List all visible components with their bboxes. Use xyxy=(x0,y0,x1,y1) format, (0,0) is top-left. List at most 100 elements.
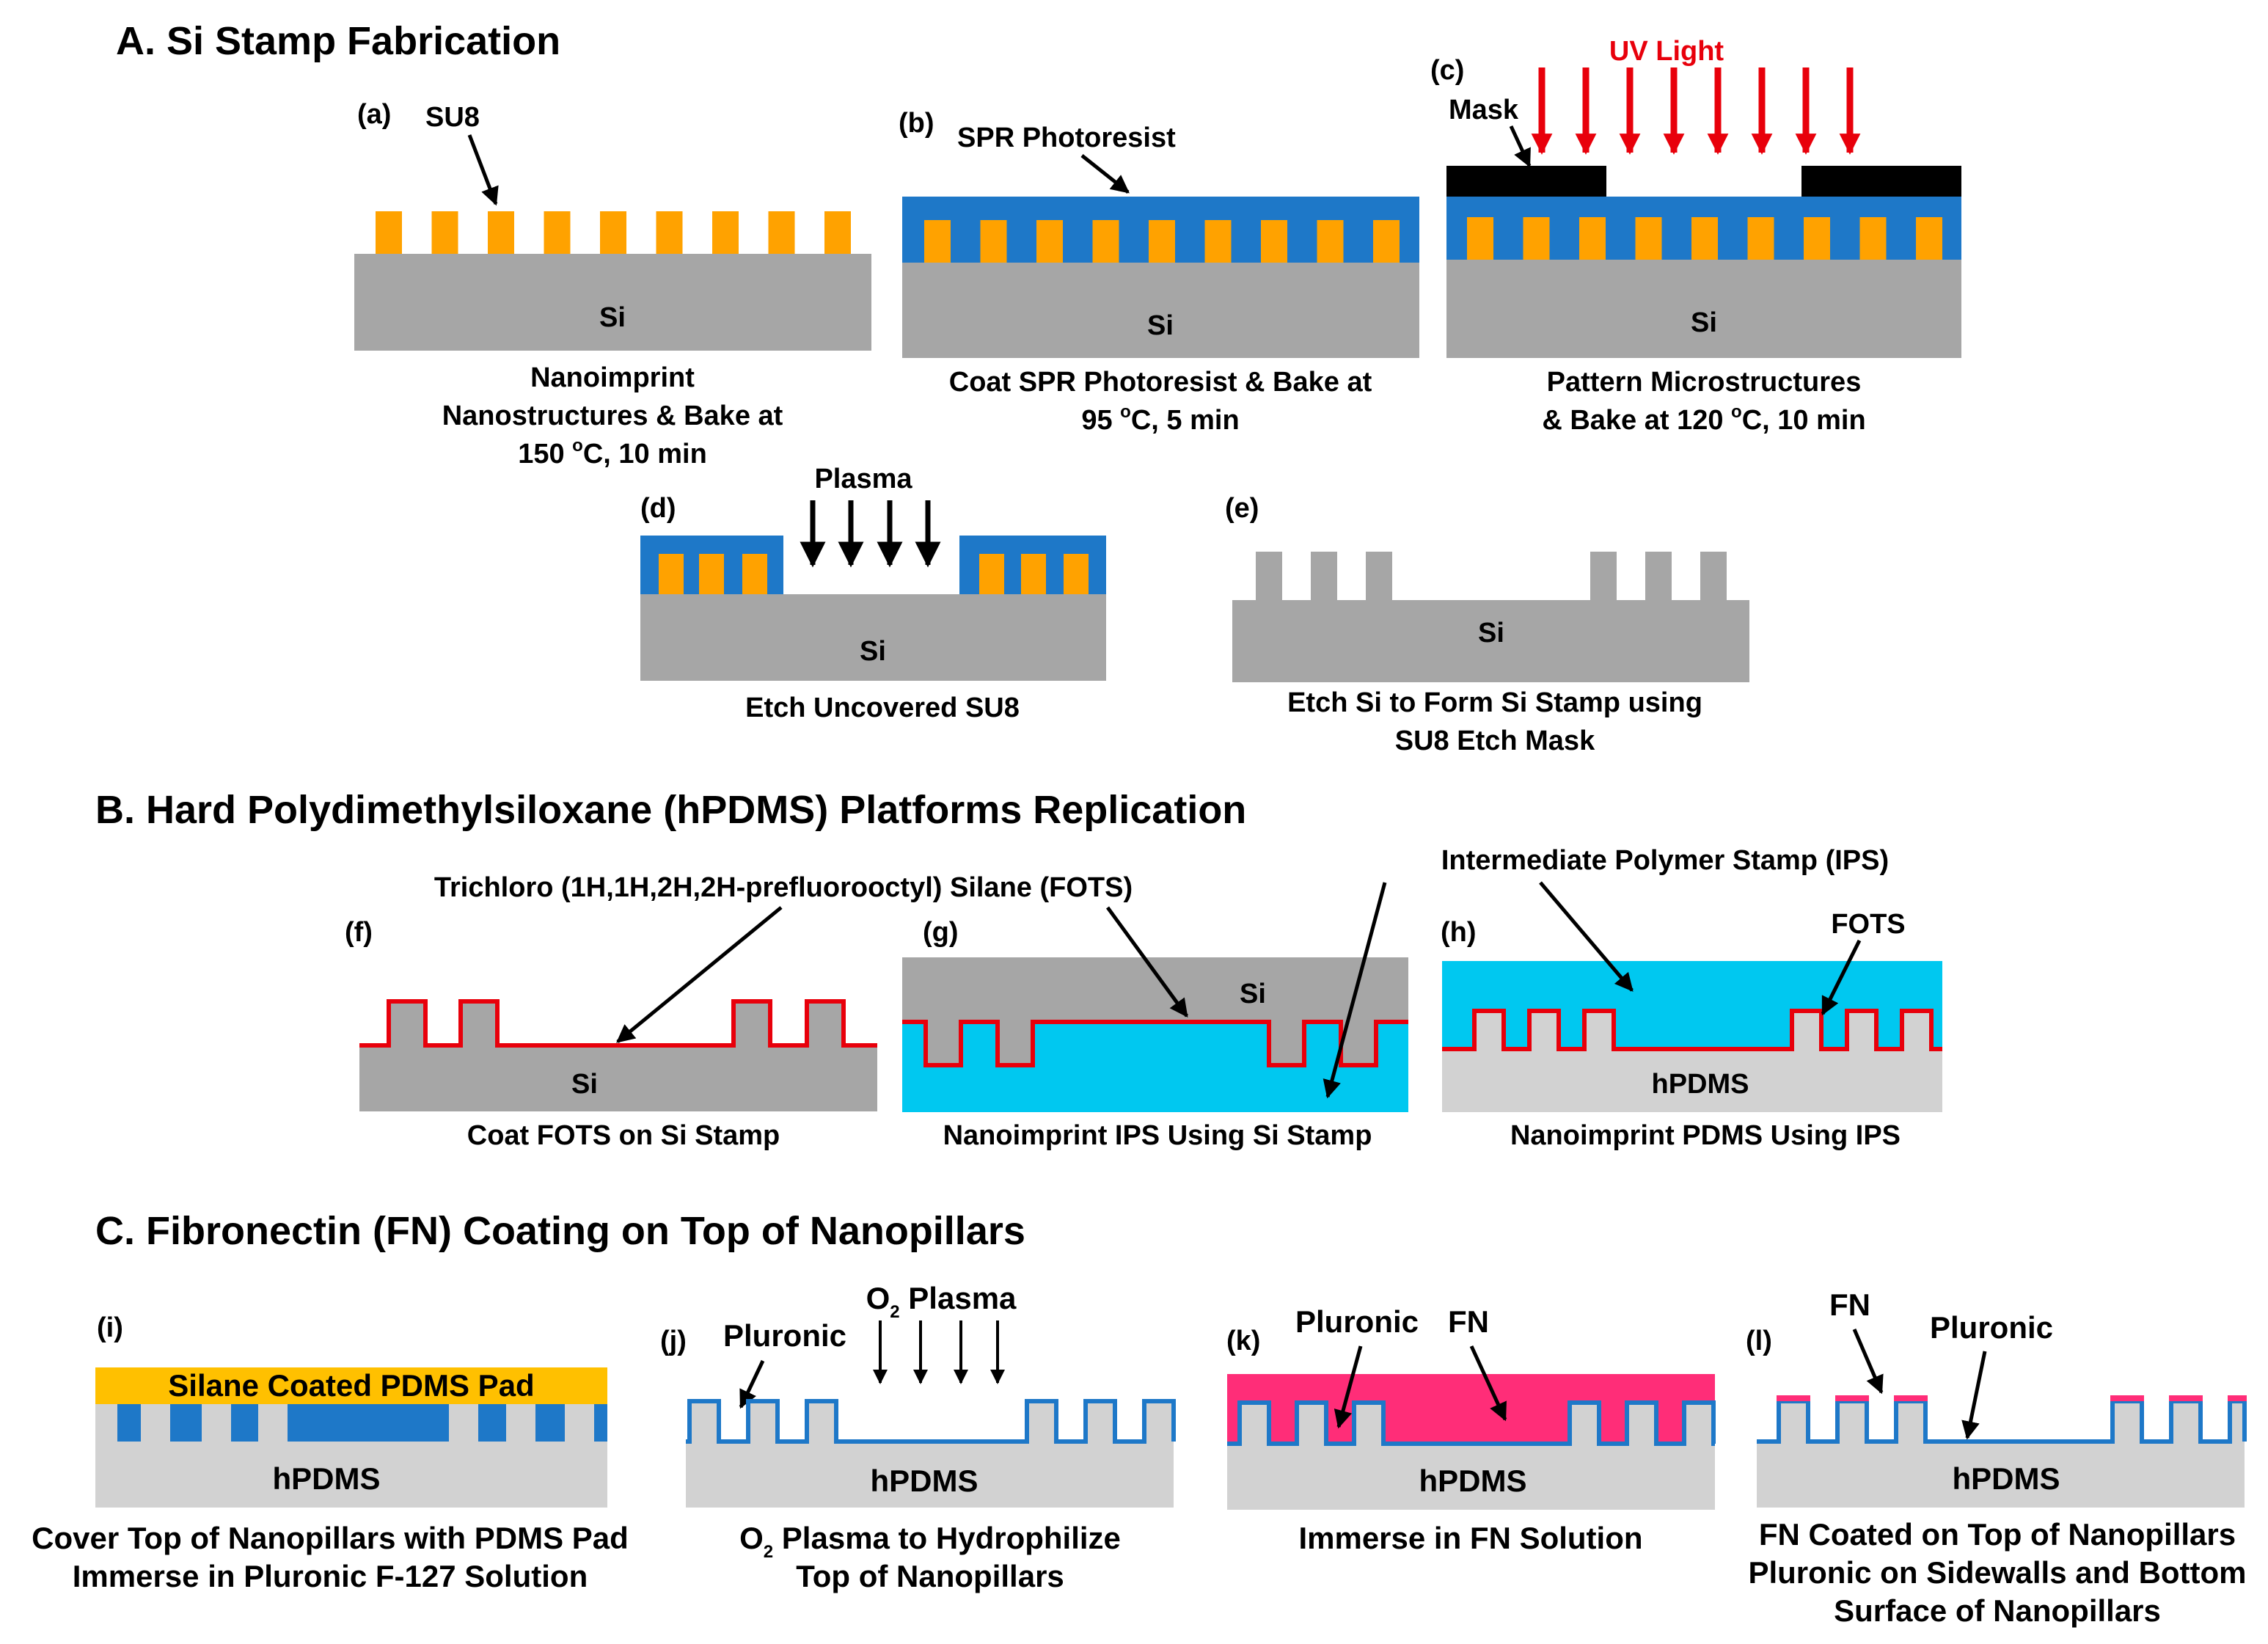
caption-l-line3: Surface of Nanopillars xyxy=(1834,1593,2161,1628)
fn-label: FN xyxy=(1448,1304,1489,1339)
ips-arrow-h xyxy=(1539,881,1634,992)
su8-pillar xyxy=(768,211,795,254)
panel-e: (e) Si Etch Si to Form Si Stamp using SU… xyxy=(1225,493,1749,756)
caption-f: Coat FOTS on Si Stamp xyxy=(467,1120,780,1151)
su8-pillar xyxy=(1261,220,1287,263)
si-label: Si xyxy=(1240,979,1266,1009)
su8-pillar xyxy=(1523,217,1550,260)
degree-sup: o xyxy=(1731,402,1742,422)
fn-cap xyxy=(2110,1395,2144,1401)
panel-d: (d) Plasma Si Etch Uncovered SU8 xyxy=(640,464,1106,723)
pluronic-coating xyxy=(1757,1399,2247,1444)
su8-pillar xyxy=(376,211,402,254)
mask-label: Mask xyxy=(1449,95,1519,125)
su8-pillar xyxy=(1579,217,1606,260)
fots-arrow-h xyxy=(1821,939,1862,1016)
si-substrate xyxy=(1446,260,1961,358)
o2-plasma-label: O2 Plasma xyxy=(866,1281,1017,1322)
su8-pillars xyxy=(659,554,1089,594)
panel-i-tag: (i) xyxy=(97,1312,123,1343)
fots-coating xyxy=(902,1020,1408,1067)
su8-pillar xyxy=(979,554,1004,594)
su8-arrow xyxy=(467,134,499,206)
caption-b-temp: 95 xyxy=(1081,405,1120,436)
fots-coating xyxy=(1442,1009,1942,1051)
ips-label: Intermediate Polymer Stamp (IPS) xyxy=(1441,845,1889,876)
su8-pillar xyxy=(600,211,626,254)
si-substrate xyxy=(354,254,871,351)
fots-arrow xyxy=(616,906,783,1043)
cap-rest: Plasma to Hydrophilize xyxy=(773,1521,1121,1555)
hpdms-nanopillar xyxy=(565,1404,594,1442)
su8-pillar xyxy=(1317,220,1344,263)
caption-a-tail: C, 10 min xyxy=(583,439,707,470)
plasma-label: Plasma xyxy=(814,464,912,494)
su8-pillar xyxy=(488,211,514,254)
fn-arrow xyxy=(1469,1345,1507,1422)
hpdms-label: hPDMS xyxy=(1419,1464,1527,1498)
si-stamp xyxy=(359,1001,877,1111)
fn-cap xyxy=(1835,1395,1869,1401)
pluronic-arrow xyxy=(739,1359,765,1409)
caption-c-line2: & Bake at 120 oC, 10 min xyxy=(1542,402,1865,436)
su8-pillar xyxy=(1373,220,1400,263)
su8-pillar xyxy=(1691,217,1718,260)
caption-l-line1: FN Coated on Top of Nanopillars xyxy=(1759,1517,2236,1552)
hpdms-nanopillar xyxy=(506,1404,535,1442)
caption-e-line2: SU8 Etch Mask xyxy=(1395,726,1595,756)
caption-d: Etch Uncovered SU8 xyxy=(745,693,1020,723)
plasma-arrows xyxy=(800,500,941,568)
fn-caps xyxy=(1777,1395,2247,1401)
panel-l-tag: (l) xyxy=(1746,1326,1772,1356)
si-label: Si xyxy=(1478,618,1504,649)
su8-pillar xyxy=(980,220,1007,263)
su8-pillars xyxy=(376,211,851,254)
cap-o: O xyxy=(739,1521,764,1555)
panel-h-tag: (h) xyxy=(1441,917,1477,948)
spr-label: SPR Photoresist xyxy=(957,123,1176,153)
su8-pillar xyxy=(1859,217,1887,260)
pluronic-arrow xyxy=(1334,1345,1363,1429)
si-substrate xyxy=(640,594,1106,681)
uv-arrows xyxy=(1531,67,1861,155)
su8-pillar xyxy=(1916,217,1942,260)
hpdms-substrate xyxy=(1227,1403,1715,1510)
panel-a: (a) SU8 Si Nanoimprint Nanostructures & … xyxy=(354,99,871,470)
su8-pillar xyxy=(1036,220,1063,263)
hpdms-nanopillar xyxy=(258,1404,288,1442)
pluronic-label: Pluronic xyxy=(1930,1310,2053,1345)
caption-c-temp: & Bake at 120 xyxy=(1542,405,1731,436)
hpdms-substrate xyxy=(95,1442,607,1508)
caption-b-line1: Coat SPR Photoresist & Bake at xyxy=(949,367,1372,398)
su8-pillar xyxy=(656,211,683,254)
caption-j-line2: Top of Nanopillars xyxy=(796,1559,1064,1593)
panel-b-tag: (b) xyxy=(899,108,934,139)
hpdms-nanopillar xyxy=(449,1404,478,1442)
mask-right xyxy=(1801,166,1961,197)
su8-pillars xyxy=(924,220,1400,263)
su8-pillar xyxy=(1204,220,1232,263)
su8-pillar xyxy=(1635,217,1662,260)
si-label: Si xyxy=(599,302,626,333)
panel-j-tag: (j) xyxy=(660,1326,687,1356)
cap-sub: 2 xyxy=(764,1542,773,1562)
fn-cap xyxy=(1894,1395,1928,1401)
hpdms-substrate xyxy=(1757,1401,2245,1508)
su8-pillar xyxy=(699,554,724,594)
pluronic-label: Pluronic xyxy=(723,1318,846,1353)
panel-e-tag: (e) xyxy=(1225,493,1259,524)
panel-k-tag: (k) xyxy=(1226,1326,1260,1356)
pdms-pad xyxy=(95,1367,607,1404)
hpdms-nanopillar xyxy=(202,1404,231,1442)
caption-i-line2: Immerse in Pluronic F-127 Solution xyxy=(73,1559,588,1593)
si-label: Si xyxy=(571,1069,598,1100)
pluronic-coating xyxy=(1227,1400,1716,1446)
panel-c-tag: (c) xyxy=(1430,55,1464,86)
ips-arrow-g xyxy=(1323,882,1387,1099)
caption-b-tail: C, 5 min xyxy=(1131,405,1240,436)
fn-label: FN xyxy=(1829,1287,1870,1322)
hpdms-label: hPDMS xyxy=(1953,1461,2060,1496)
spr-arrow xyxy=(1080,154,1130,194)
su8-pillar xyxy=(544,211,571,254)
